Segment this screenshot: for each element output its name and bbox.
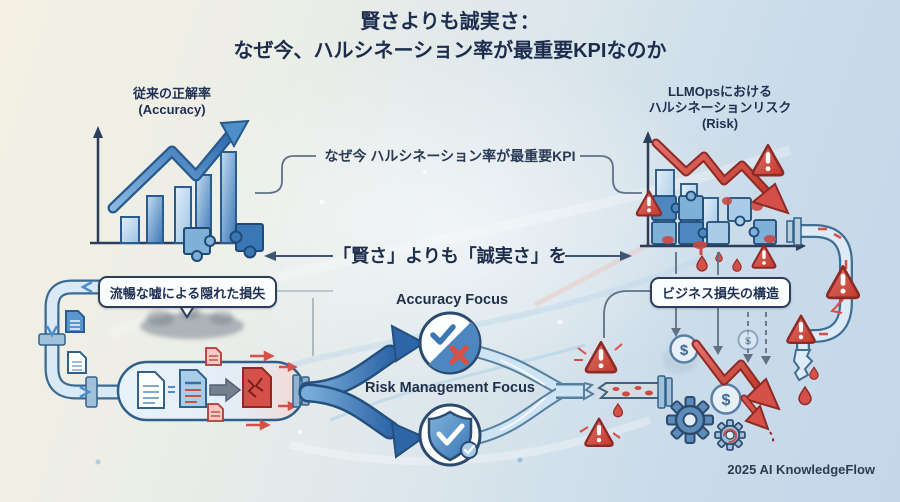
check-icon	[436, 423, 465, 446]
warning-triangle-icon	[584, 340, 618, 374]
fluent-lie-document-icon	[179, 369, 207, 408]
accuracy-focus-icon	[418, 311, 482, 375]
equals-mark	[168, 386, 175, 393]
contamination-spots	[612, 386, 653, 397]
small-red-document-icon	[205, 347, 222, 366]
document-icon	[65, 310, 85, 333]
down-trend-arrow-icon	[651, 138, 790, 215]
small-red-document-icon	[207, 403, 224, 422]
alert-sparks	[574, 343, 623, 439]
clean-document-icon	[137, 371, 165, 409]
accuracy-chart-title: 従来の正解率	[132, 86, 211, 101]
branch-arrowhead	[390, 324, 426, 363]
down-arrowheads	[671, 328, 771, 365]
merge-pipes	[476, 345, 584, 445]
warning-triangle-icon	[825, 265, 861, 300]
risk-chart-label: LLMOpsにおける ハルシネーションリスク (Risk)	[630, 84, 810, 132]
axis-up-arrow-icon	[643, 131, 653, 143]
slogan-text: 「賢さ」よりも「誠実さ」を	[333, 246, 567, 266]
right-arrow-icon	[620, 251, 632, 261]
accuracy-chart-subtitle: (Accuracy)	[138, 102, 206, 117]
pipe-flange	[793, 217, 802, 246]
accuracy-chart-icon	[90, 119, 264, 262]
dollar-glyph: $	[745, 336, 751, 348]
up-trend-arrow-icon	[107, 119, 250, 214]
accuracy-chart-label: 従来の正解率 (Accuracy)	[92, 86, 252, 118]
gear-icon	[714, 419, 746, 451]
broken-pipe-end	[792, 349, 814, 382]
left-arrow-icon	[264, 251, 276, 261]
risk-chart-title2: ハルシネーションリスク	[648, 100, 792, 115]
hidden-loss-bubble: 流暢な嘘による隠れた損失	[98, 276, 277, 308]
pipe-flange	[786, 220, 794, 243]
drop-icon	[612, 403, 624, 418]
credit-text: 2025 AI KnowledgeFlow	[727, 462, 875, 477]
red-stains	[662, 197, 776, 249]
page-title: 賢さよりも誠実さ： なぜ今、ハルシネーション率が最重要KPIなのか	[0, 8, 900, 66]
title-line2: なぜ今、ハルシネーション率が最重要KPIなのか	[233, 40, 667, 62]
loss-trend-arrow-icon	[740, 394, 775, 445]
kpi-banner: なぜ今 ハルシネーション率が最重要KPI	[324, 148, 576, 164]
dollar-icon	[737, 329, 759, 351]
transform-arrow-icon	[209, 377, 242, 403]
pipe-break	[574, 340, 673, 448]
axis-up-arrow-icon	[93, 126, 103, 138]
warning-triangle-icon	[751, 243, 777, 269]
leaking-pipe-icon	[786, 217, 861, 406]
business-loss-box: ビジネス損失の構造	[650, 277, 791, 308]
corrupted-document-icon	[242, 367, 272, 408]
risk-focus-label: Risk Management Focus	[364, 380, 535, 396]
drop-icon	[809, 366, 819, 380]
red-flow-arrows	[246, 350, 298, 431]
kpi-bracket	[255, 155, 642, 194]
check-icon	[430, 324, 456, 345]
flow-chevrons	[45, 280, 93, 399]
branch-arrowhead	[390, 421, 427, 459]
risk-chart-icon	[635, 131, 806, 272]
accuracy-focus-label: Accuracy Focus	[395, 292, 509, 308]
drop-icon	[715, 251, 723, 263]
red-flow-dashes	[818, 227, 848, 336]
branch-arrows	[298, 324, 427, 459]
puzzle-piece-icon	[183, 223, 264, 262]
x-icon	[449, 345, 469, 365]
pipe-flange	[657, 375, 666, 409]
badge-icon	[460, 441, 478, 459]
gear-icon	[666, 396, 714, 444]
document-icon	[67, 351, 87, 374]
dollar-glyph: $	[722, 392, 731, 409]
dollar-glyph: $	[680, 342, 689, 359]
risk-focus-icon	[418, 403, 482, 467]
loss-trend-arrow-icon	[691, 339, 781, 411]
drop-icon	[732, 258, 742, 272]
risk-chart-title1: LLMOpsにおける	[668, 84, 772, 99]
drop-icon	[798, 386, 812, 406]
input-pipe-icon	[38, 279, 122, 408]
title-line1: 賢さよりも誠実さ：	[360, 11, 540, 33]
slogan-arrows	[264, 251, 632, 261]
risk-chart-subtitle: (Risk)	[701, 116, 739, 131]
shadow-puzzle-icon	[140, 305, 244, 339]
contaminated-pipe	[597, 382, 661, 399]
hallucination-capsule	[116, 347, 306, 431]
business-loss-cluster: $ $ $	[662, 329, 781, 451]
pipe-flange	[665, 377, 673, 407]
